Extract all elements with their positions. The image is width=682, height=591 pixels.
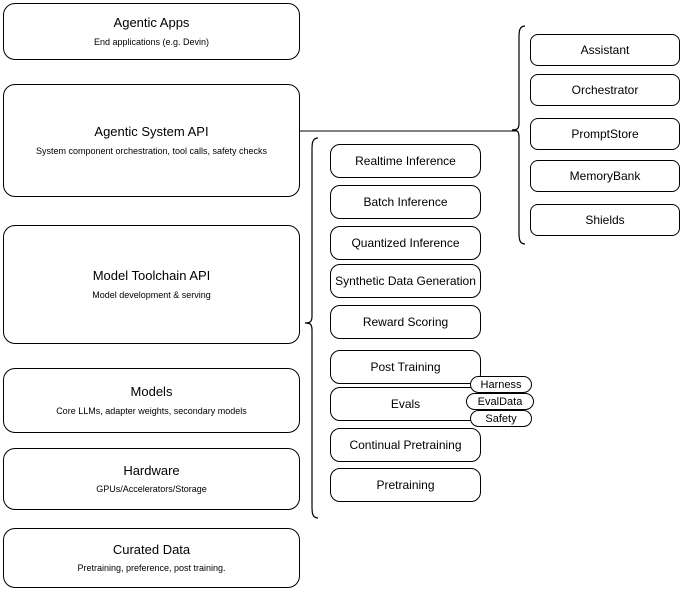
capability-box-quantized-inference[interactable]: Quantized Inference <box>330 226 481 260</box>
capabilities-bracket <box>304 136 324 520</box>
connector-system-api-to-components <box>300 126 520 136</box>
capability-label: Post Training <box>370 359 441 374</box>
layer-box-model-toolchain-api[interactable]: Model Toolchain API Model development & … <box>3 225 300 344</box>
capability-label: Realtime Inference <box>355 153 456 168</box>
layer-subtitle: GPUs/Accelerators/Storage <box>96 484 207 494</box>
layer-title: Model Toolchain API <box>92 268 211 284</box>
component-label: MemoryBank <box>569 168 641 183</box>
layer-box-agentic-apps[interactable]: Agentic Apps End applications (e.g. Devi… <box>3 3 300 60</box>
layer-box-hardware[interactable]: Hardware GPUs/Accelerators/Storage <box>3 448 300 510</box>
layer-title: Models <box>130 384 173 400</box>
component-box-promptstore[interactable]: PromptStore <box>530 118 680 150</box>
layer-subtitle: System component orchestration, tool cal… <box>35 145 268 156</box>
component-box-shields[interactable]: Shields <box>530 204 680 236</box>
layer-subtitle: Core LLMs, adapter weights, secondary mo… <box>56 405 247 416</box>
capability-box-continual-pretraining[interactable]: Continual Pretraining <box>330 428 481 462</box>
layer-title: Agentic Apps <box>113 15 190 31</box>
layer-subtitle: End applications (e.g. Devin) <box>93 36 210 47</box>
capability-box-realtime-inference[interactable]: Realtime Inference <box>330 144 481 178</box>
layer-box-models[interactable]: Models Core LLMs, adapter weights, secon… <box>3 368 300 433</box>
layer-box-agentic-system-api[interactable]: Agentic System API System component orch… <box>3 84 300 197</box>
component-box-assistant[interactable]: Assistant <box>530 34 680 66</box>
component-label: Assistant <box>580 42 630 57</box>
component-box-orchestrator[interactable]: Orchestrator <box>530 74 680 106</box>
layer-title: Hardware <box>123 462 180 478</box>
eval-tag-harness[interactable]: Harness <box>470 376 532 393</box>
components-bracket <box>511 24 531 248</box>
layer-title: Curated Data <box>112 541 191 557</box>
component-box-memorybank[interactable]: MemoryBank <box>530 160 680 192</box>
component-label: Shields <box>585 212 625 227</box>
component-label: Orchestrator <box>571 82 639 97</box>
layer-box-curated-data[interactable]: Curated Data Pretraining, preference, po… <box>3 528 300 588</box>
capability-label: Evals <box>390 396 421 411</box>
layer-subtitle: Pretraining, preference, post training. <box>77 563 226 573</box>
eval-tag-evaldata[interactable]: EvalData <box>466 393 534 410</box>
capability-box-reward-scoring[interactable]: Reward Scoring <box>330 305 481 339</box>
capability-box-synthetic-data-generation[interactable]: Synthetic Data Generation <box>330 264 481 298</box>
capability-label: Batch Inference <box>363 194 448 209</box>
eval-tag-safety[interactable]: Safety <box>470 410 532 427</box>
capability-label: Quantized Inference <box>351 235 460 250</box>
capability-label: Continual Pretraining <box>349 437 462 452</box>
capability-label: Pretraining <box>376 477 435 492</box>
capability-box-pretraining[interactable]: Pretraining <box>330 468 481 502</box>
layer-title: Agentic System API <box>94 124 209 140</box>
layer-subtitle: Model development & serving <box>92 289 211 300</box>
capability-label: Synthetic Data Generation <box>335 273 476 288</box>
capability-box-evals[interactable]: Evals <box>330 387 481 421</box>
capability-box-post-training[interactable]: Post Training <box>330 350 481 384</box>
capability-box-batch-inference[interactable]: Batch Inference <box>330 185 481 219</box>
component-label: PromptStore <box>571 126 639 141</box>
capability-label: Reward Scoring <box>362 314 449 329</box>
